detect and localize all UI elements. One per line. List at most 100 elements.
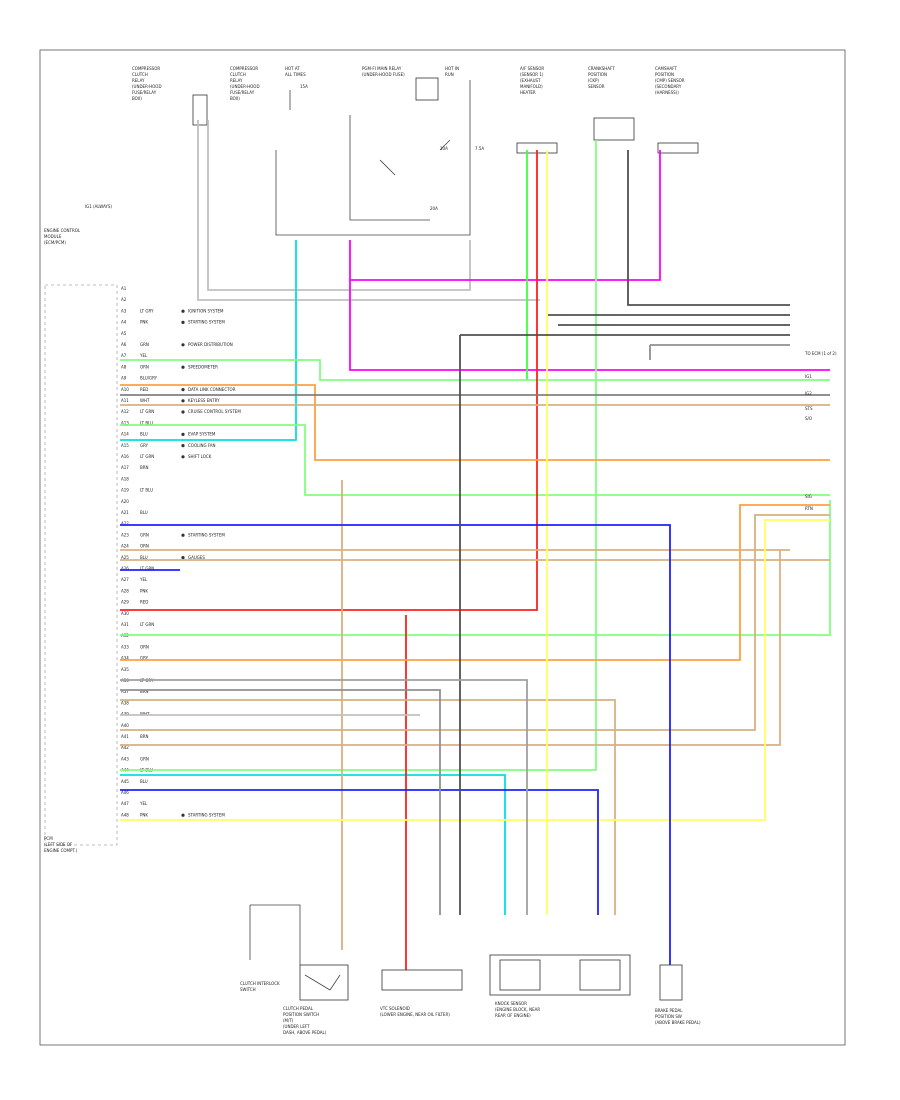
top-component-label: FUSE/RELAY [132,90,157,95]
pin-label: A4 [121,320,127,325]
pin-wire-color: LT GRN [140,454,154,459]
connector-dot [181,309,185,313]
connector-dot [181,556,185,560]
pin-label: A1 [121,286,127,291]
svg-text:MODULE: MODULE [44,234,62,239]
bottom-component-label: (M/T) [283,1018,294,1023]
pin-label: A16 [121,454,129,459]
bottom-component-label: SWITCH [240,987,256,992]
bottom-component-label: (ABOVE BRAKE PEDAL) [655,1020,701,1025]
top-component-label: (SENSOR 1) [520,72,544,77]
bottom-component-label: KNOCK SENSOR [495,1001,527,1006]
pin-label: A12 [121,409,129,414]
bottom-component-label: CLUTCH PEDAL [283,1006,314,1011]
svg-text:(ECM/PCM): (ECM/PCM) [44,240,66,245]
pin-label: A6 [121,342,127,347]
pin-destination: CRUISE CONTROL SYSTEM [188,409,241,414]
top-component-label: ALL TIMES [285,72,306,77]
connector-dot [181,432,185,436]
pin-label: A38 [121,700,129,705]
pin-wire-color: BRN [140,465,149,470]
pin-wire-color: LT BLU [140,420,153,425]
pin-wire-color: LT GRN [140,622,154,627]
pin-label: A27 [121,577,129,582]
pin-label: A25 [121,555,129,560]
connector-dot [181,455,185,459]
clutch-interlock-wiring [249,904,301,965]
pin-wire-color: ORN [140,644,149,649]
connector-dot [181,813,185,817]
pin-wire-color: LT GRN [140,409,154,414]
vtc-solenoid-box [381,969,463,991]
right-connector-label: S/O [805,416,812,421]
bottom-component-label: CLUTCH INTERLOCK [240,981,280,986]
connector-dot [181,365,185,369]
top-component-label: SENSOR [588,84,605,89]
pin-wire-color: GRY [140,443,149,448]
top-component-label: RELAY [132,78,145,83]
right-connector-label: STS [805,406,813,411]
pin-wire-color: RED [140,600,148,605]
pin-label: A42 [121,745,129,750]
pin-label: A26 [121,566,129,571]
top-component-label: HOT IN [445,66,459,71]
pin-label: A5 [121,331,127,336]
knock-sensor-right [579,959,621,991]
pin-label: A20 [121,499,129,504]
diagram-frame [39,49,846,1046]
pin-label: A10 [121,387,129,392]
pin-destination: COOLING FAN [188,443,216,448]
pin-wire-color: LT GRY [140,308,154,313]
top-component-label: BOX) [132,96,142,101]
pin-label: A48 [121,812,129,817]
ckp-sensor-box [593,117,635,141]
top-component-label: CLUTCH [230,72,246,77]
pin-destination: DATA LINK CONNECTOR [188,387,236,392]
relay-contact [379,139,451,176]
top-components: COMPRESSORCLUTCHRELAY(UNDER-HOODFUSE/REL… [132,66,685,101]
pin-label: A33 [121,644,129,649]
bottom-component-label: POSITION SW [655,1014,682,1019]
top-component-label: RELAY [230,78,243,83]
left-note: IG1 (ALWAYS) [85,204,112,209]
wires [120,120,831,970]
pin-wire-color: PNK [140,320,148,325]
pin-label: A13 [121,420,129,425]
pin-wire-color: YEL [139,353,148,358]
pin-label: A35 [121,667,129,672]
pin-label: A9 [121,376,127,381]
relay-wiring [275,80,471,236]
svg-text:7.5A: 7.5A [475,146,484,151]
pin-destination: IGNITION SYSTEM [188,308,224,313]
pin-label: A19 [121,488,129,493]
pin-label: A22 [121,521,129,526]
pin-destination: KEYLESS ENTRY [188,398,220,403]
pin-wire-color: PNK [140,588,148,593]
pin-wire-color: LT GRN [140,566,154,571]
svg-text:ENGINE COMPT.): ENGINE COMPT.) [44,848,78,853]
top-component-label: POSITION [588,72,607,77]
top-component-label: CRANKSHAFT [588,66,615,71]
pin-label: A29 [121,600,129,605]
knock-sensor-left [499,959,541,991]
pin-label: A24 [121,544,129,549]
pin-destination: SHIFT LOCK [188,454,212,459]
clutch-switch-contact [304,974,341,991]
top-component-label: (SECONDARY [655,84,682,89]
pin-label: A3 [121,308,127,313]
pin-wire-color: BLU/GRY [140,376,158,381]
fuse-labels: 15A 10A 7.5A 20A [300,84,484,211]
pin-wire-color: BRN [140,689,149,694]
pin-label: A14 [121,432,129,437]
pin-wire-color: RED [140,387,148,392]
pin-wire-color: GRN [140,342,149,347]
svg-text:PCM: PCM [44,836,53,841]
pin-destination: SPEEDOMETER [188,364,218,369]
pin-label: A40 [121,723,129,728]
top-component-label: (CKP) [588,78,599,83]
svg-text:20A: 20A [430,206,438,211]
connector-dot [181,343,185,347]
